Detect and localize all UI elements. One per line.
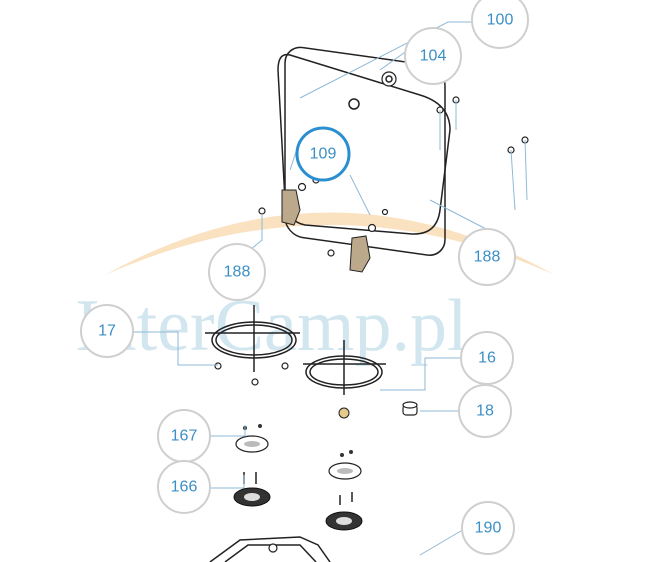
callout-18[interactable]: 18 [458, 384, 512, 438]
svg-text:188: 188 [474, 249, 501, 266]
svg-text:166: 166 [171, 479, 198, 496]
pan-support-left [205, 305, 300, 386]
callout-16[interactable]: 16 [460, 331, 514, 385]
callout-166[interactable]: 166 [157, 460, 211, 514]
knob-part-18 [338, 401, 418, 419]
callout-190[interactable]: 190 [461, 501, 515, 555]
callout-104[interactable]: 104 [404, 27, 462, 85]
pan-support-right [303, 340, 386, 395]
svg-text:109: 109 [310, 146, 337, 163]
leader-lines [118, 21, 528, 556]
callout-17[interactable]: 17 [80, 304, 134, 358]
svg-text:167: 167 [171, 428, 198, 445]
svg-text:18: 18 [476, 403, 494, 420]
hinge-right [327, 223, 377, 273]
callout-188-right[interactable]: 188 [458, 228, 516, 286]
svg-text:190: 190 [475, 520, 502, 537]
svg-text:188: 188 [224, 264, 251, 281]
svg-text:16: 16 [478, 350, 496, 367]
svg-text:100: 100 [487, 12, 514, 29]
callout-167[interactable]: 167 [157, 409, 211, 463]
hinge-left [258, 182, 307, 226]
part-104-bump [381, 71, 397, 87]
hob-base [209, 536, 331, 562]
callout-109[interactable]: 109 [295, 126, 351, 182]
watermark-arc [105, 212, 555, 275]
burner-bases [233, 472, 363, 531]
burner-caps [235, 424, 362, 480]
svg-text:17: 17 [98, 323, 116, 340]
callout-188-left[interactable]: 188 [208, 243, 266, 301]
svg-text:104: 104 [420, 48, 447, 65]
callout-100[interactable]: 100 [471, 0, 529, 49]
